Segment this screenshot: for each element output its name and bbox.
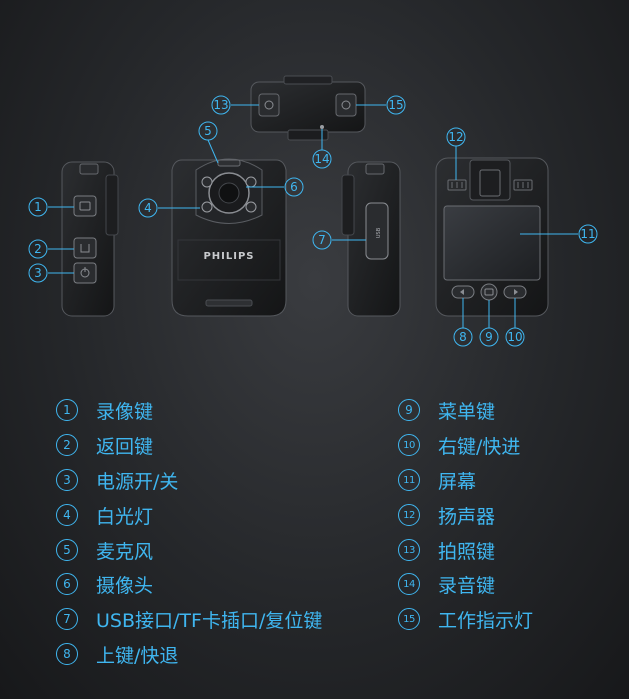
right-forward-button[interactable] — [503, 285, 527, 299]
white-light-left-top — [201, 176, 213, 188]
callout-13: 13 — [211, 95, 231, 115]
svg-text:12: 12 — [448, 130, 463, 144]
white-light-right-top — [245, 176, 257, 188]
callout-7: 7 — [312, 230, 332, 250]
device-right-side-view: USB — [341, 161, 401, 317]
callout-10: 10 — [505, 327, 525, 347]
work-indicator-light — [335, 93, 357, 117]
callout-11: 11 — [578, 224, 598, 244]
svg-text:7: 7 — [318, 233, 326, 247]
svg-text:14: 14 — [314, 152, 329, 166]
callouts: 1 2 3 4 5 6 7 8 9 10 11 12 13 14 15 — [28, 95, 598, 347]
power-button[interactable] — [73, 262, 97, 284]
device-back-view — [435, 157, 549, 317]
callout-2: 2 — [28, 239, 48, 259]
svg-text:10: 10 — [507, 330, 522, 344]
svg-text:1: 1 — [34, 200, 42, 214]
callout-5: 5 — [198, 121, 218, 141]
callout-1: 1 — [28, 197, 48, 217]
callout-12: 12 — [446, 127, 466, 147]
callout-8: 8 — [453, 327, 473, 347]
svg-text:6: 6 — [290, 180, 298, 194]
menu-button[interactable] — [480, 283, 498, 301]
back-button[interactable] — [73, 237, 97, 259]
callout-14: 14 — [312, 149, 332, 169]
callout-15: 15 — [386, 95, 406, 115]
callout-lines — [48, 104, 578, 328]
svg-text:8: 8 — [459, 330, 467, 344]
svg-text:4: 4 — [144, 201, 152, 215]
white-light-left — [201, 201, 213, 213]
callout-9: 9 — [479, 327, 499, 347]
callout-4: 4 — [138, 198, 158, 218]
usb-tf-port-cover[interactable]: USB — [365, 202, 389, 260]
white-light-right — [245, 201, 257, 213]
callout-3: 3 — [28, 263, 48, 283]
brand-logo: PHILIPS — [203, 251, 254, 262]
device-front-view: PHILIPS — [171, 158, 287, 317]
svg-text:9: 9 — [485, 330, 493, 344]
svg-text:3: 3 — [34, 266, 42, 280]
svg-text:11: 11 — [580, 227, 595, 241]
svg-text:2: 2 — [34, 242, 42, 256]
usb-port-label: USB — [376, 227, 382, 238]
callout-6: 6 — [284, 177, 304, 197]
photo-button[interactable] — [258, 93, 280, 117]
record-button[interactable] — [73, 195, 97, 217]
microphone — [217, 159, 241, 167]
up-rewind-button[interactable] — [451, 285, 475, 299]
display-screen — [443, 205, 541, 281]
device-left-side-view — [61, 161, 119, 317]
svg-text:5: 5 — [204, 124, 212, 138]
device-top-view — [250, 75, 366, 141]
svg-text:13: 13 — [213, 98, 228, 112]
speaker-grille — [447, 179, 533, 191]
svg-text:15: 15 — [388, 98, 403, 112]
audio-record-button[interactable] — [320, 125, 324, 129]
